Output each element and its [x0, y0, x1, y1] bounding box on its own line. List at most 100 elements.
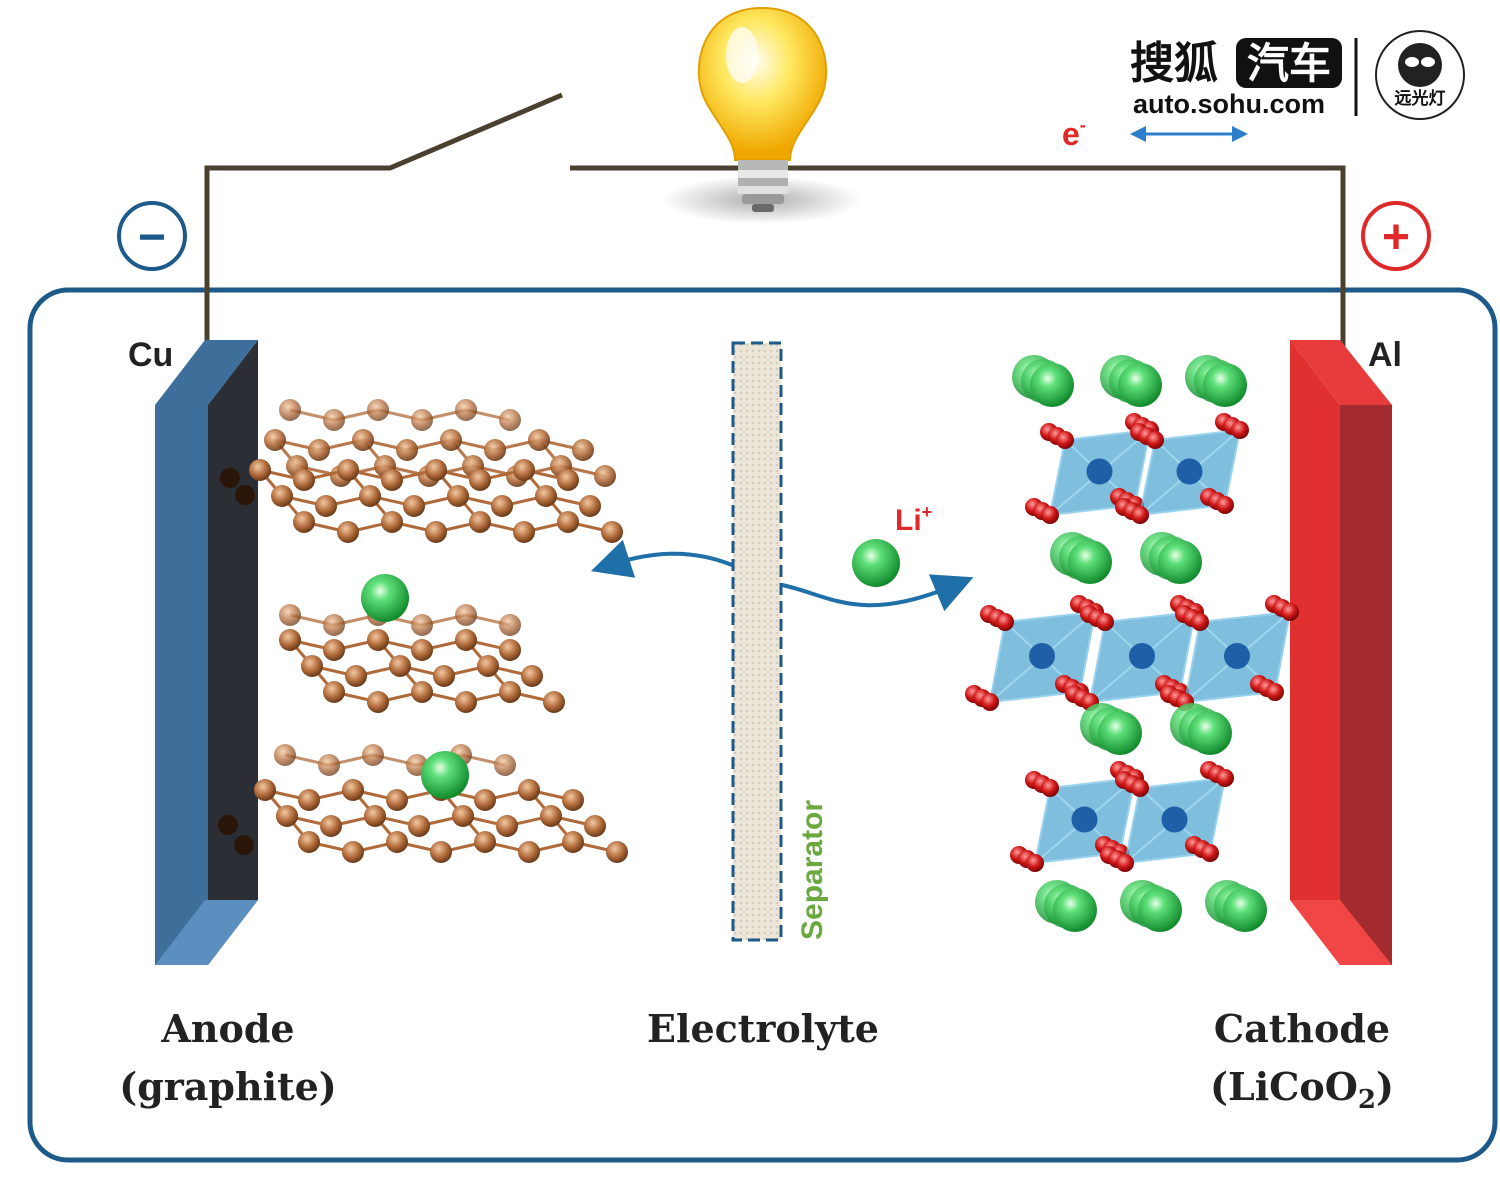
- oxygen-atom: [1146, 431, 1164, 449]
- carbon-atom: [308, 439, 330, 461]
- carbon-atom: [411, 639, 433, 661]
- oxygen-atom: [1041, 779, 1059, 797]
- carbon-atom: [433, 665, 455, 687]
- carbon-atom: [594, 465, 616, 487]
- lithium-ion: [1188, 711, 1232, 755]
- carbon-atom: [293, 511, 315, 533]
- electron-label: e-: [1062, 115, 1086, 152]
- oxygen-atom: [981, 693, 999, 711]
- carbon-atom: [513, 521, 535, 543]
- carbon-atom: [491, 495, 513, 517]
- carbon-atom: [381, 511, 403, 533]
- carbon-atom: [535, 485, 557, 507]
- carbon-atom: [499, 409, 521, 431]
- ion-flow-arrow-right-icon: [781, 574, 974, 612]
- carbon-atom: [279, 629, 301, 651]
- carbon-atom: [411, 681, 433, 703]
- carbon-atom: [528, 429, 550, 451]
- lithium-ion: [1203, 363, 1247, 407]
- carbon-atom: [320, 815, 342, 837]
- carbon-atom: [396, 439, 418, 461]
- wire-right: [570, 165, 1346, 372]
- oxygen-atom: [1216, 769, 1234, 787]
- electrolyte-label: Electrolyte: [647, 1006, 879, 1051]
- carbon-atom: [411, 614, 433, 636]
- carbon-atom: [254, 779, 276, 801]
- watermark-brand-box: 汽车: [1247, 40, 1331, 87]
- carbon-atom: [403, 495, 425, 517]
- carbon-atom: [496, 815, 518, 837]
- carbon-atom: [499, 639, 521, 661]
- carbon-atom: [484, 439, 506, 461]
- anode-label: Anode: [160, 1006, 294, 1051]
- carbon-atom: [352, 429, 374, 451]
- lithium-ion: [421, 751, 469, 799]
- carbon-atom: [381, 469, 403, 491]
- oxygen-atom: [1201, 844, 1219, 862]
- carbon-atom: [337, 459, 359, 481]
- cobalt-atom: [1161, 806, 1188, 833]
- carbon-atom: [359, 485, 381, 507]
- cobalt-atom: [1224, 643, 1250, 669]
- carbon-atom: [362, 744, 384, 766]
- cobalt-atom: [1071, 806, 1098, 833]
- carbon-atom: [386, 831, 408, 853]
- cobalt-atom: [1176, 458, 1203, 485]
- oxygen-atom: [1281, 603, 1299, 621]
- carbon-atom: [518, 779, 540, 801]
- carbon-atom: [455, 399, 477, 421]
- carbon-atom: [337, 521, 359, 543]
- lithium-ion: [361, 574, 409, 622]
- carbon-atom: [469, 469, 491, 491]
- oxygen-atom: [1041, 506, 1059, 524]
- lithium-ion: [1053, 888, 1097, 932]
- carbon-atom: [408, 815, 430, 837]
- carbon-atom: [249, 459, 271, 481]
- ion-flow-arrow-left-icon: [590, 539, 733, 578]
- carbon-atom: [274, 744, 296, 766]
- carbon-atom: [276, 805, 298, 827]
- carbon-atom: [298, 831, 320, 853]
- carbon-atom: [235, 485, 255, 505]
- oxygen-atom: [1231, 421, 1249, 439]
- carbon-atom: [298, 789, 320, 811]
- carbon-atom: [499, 681, 521, 703]
- oxygen-atom: [1131, 506, 1149, 524]
- carbon-atom: [301, 655, 323, 677]
- anode-metal-label: Cu: [128, 336, 173, 374]
- carbon-atom: [367, 629, 389, 651]
- oxygen-atom: [1131, 779, 1149, 797]
- carbon-atom: [271, 485, 293, 507]
- carbon-atom: [455, 629, 477, 651]
- carbon-atom: [318, 754, 340, 776]
- watermark-url: auto.sohu.com: [1133, 89, 1325, 119]
- cathode-collector: [1290, 340, 1392, 965]
- carbon-atom: [364, 805, 386, 827]
- lithium-ion: [1118, 363, 1162, 407]
- separator-label: Separator: [796, 800, 829, 940]
- sohu-watermark: 搜狐 汽车 auto.sohu.com 远光灯: [1130, 30, 1465, 120]
- carbon-atom: [513, 459, 535, 481]
- carbon-atom: [430, 841, 452, 863]
- lithium-ion: [1158, 540, 1202, 584]
- carbon-atom: [452, 805, 474, 827]
- carbon-atom: [499, 614, 521, 636]
- carbon-atom: [386, 789, 408, 811]
- oxygen-atom: [1056, 431, 1074, 449]
- carbon-atom: [474, 789, 496, 811]
- carbon-atom: [279, 399, 301, 421]
- lithium-ion: [1098, 711, 1142, 755]
- carbon-atom: [455, 604, 477, 626]
- carbon-atom: [323, 409, 345, 431]
- carbon-atom: [562, 789, 584, 811]
- positive-symbol: +: [1382, 211, 1410, 264]
- cathode-label: Cathode: [1214, 1006, 1390, 1051]
- carbon-atom: [557, 469, 579, 491]
- cobalt-atom: [1129, 643, 1155, 669]
- positive-terminal-icon: +: [1361, 201, 1431, 271]
- carbon-atom: [469, 511, 491, 533]
- wire-left: [204, 92, 563, 370]
- carbon-atom: [425, 459, 447, 481]
- carbon-atom: [218, 815, 238, 835]
